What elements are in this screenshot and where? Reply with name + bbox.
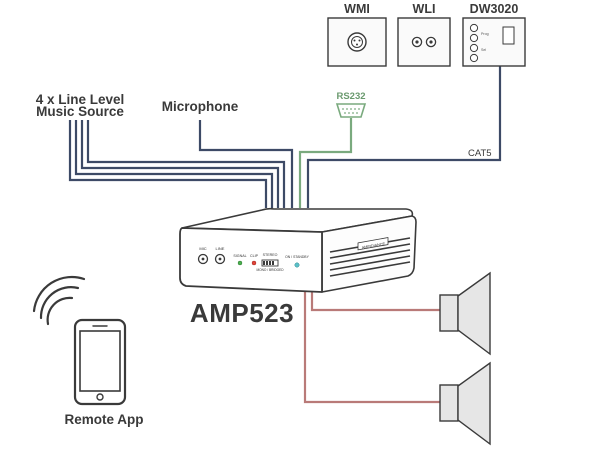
clip-led-label: CLIP	[250, 254, 259, 258]
clip-led-icon	[251, 260, 257, 266]
speaker-icon	[439, 271, 491, 356]
wall-plate-prog-label: Prog	[481, 32, 489, 36]
microphone-label: Microphone	[162, 99, 239, 114]
line-knob-icon	[214, 253, 226, 265]
dw3020-label: DW3020	[470, 2, 519, 16]
stereo-label: STEREO	[263, 253, 278, 257]
on-standby-label: ON / STANDBY	[285, 255, 309, 259]
mono-label: MONO / BRIDGED	[256, 268, 284, 272]
remote-app-label: Remote App	[64, 412, 143, 427]
speaker-cables	[303, 290, 440, 404]
wifi-icon	[32, 275, 86, 326]
rs232-cable	[298, 118, 353, 208]
cat5-label: CAT5	[468, 148, 492, 159]
power-led-icon	[294, 262, 300, 268]
front-panel: MIC LINE SIGNAL CLIP STEREO MONO / BRIDG…	[197, 246, 310, 272]
mic-knob-icon	[197, 253, 209, 265]
amplifier-device	[179, 207, 417, 293]
line-knob-label: LINE	[216, 246, 225, 251]
mode-switch-icon	[261, 259, 279, 267]
brand-label: AMPIDIANCE	[361, 242, 385, 250]
line-level-label: 4 x Line Level	[36, 92, 125, 107]
wli-label: WLI	[413, 2, 436, 16]
wall-plate-sel-label: Sel	[481, 48, 486, 52]
music-source-label: Music Source	[36, 104, 124, 119]
wall-plate-control-icon: Prog Sel	[462, 17, 526, 67]
wall-plate-xlr-icon	[327, 17, 387, 67]
speaker-icon	[439, 361, 491, 446]
rs232-label: RS232	[336, 91, 365, 102]
signal-led-label: SIGNAL	[233, 254, 246, 258]
cat5-cable	[306, 66, 502, 208]
amp-model-label: AMP523	[190, 298, 294, 328]
wall-plate-rca-icon	[397, 17, 451, 67]
mic-knob-label: MIC	[199, 246, 206, 251]
signal-led-icon	[237, 260, 243, 266]
serial-port-icon	[335, 103, 367, 118]
wmi-label: WMI	[344, 2, 370, 16]
smartphone-icon	[73, 318, 127, 406]
line-level-cables	[68, 120, 286, 208]
microphone-cable	[198, 120, 294, 208]
